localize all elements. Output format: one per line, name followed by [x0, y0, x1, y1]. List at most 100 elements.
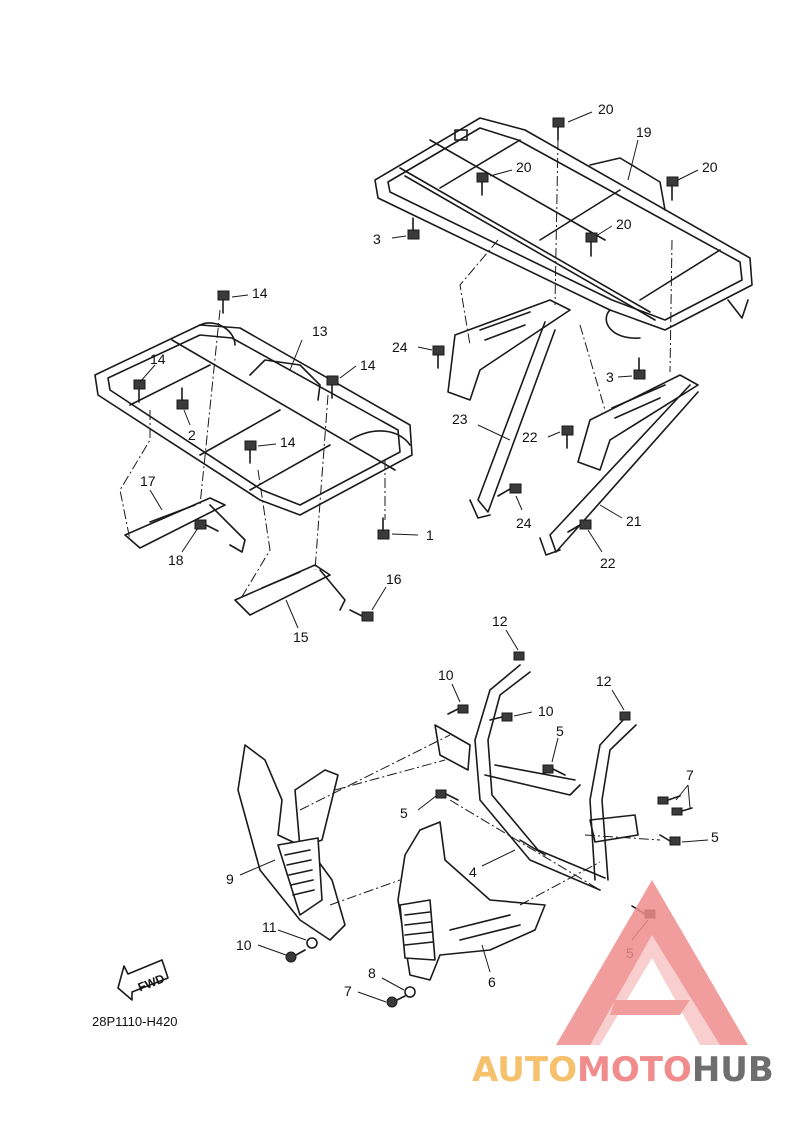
watermark-triangle — [556, 880, 748, 1045]
bolt-7a — [657, 795, 681, 805]
front-align-line-2 — [199, 309, 221, 506]
bolt-20c — [666, 176, 679, 201]
bolt-20b — [476, 172, 489, 196]
callout-21: 21 — [626, 513, 642, 529]
bolt-14a — [217, 290, 230, 314]
callout-10: 10 — [538, 703, 554, 719]
front-align-line-4 — [314, 394, 329, 571]
callout-7: 7 — [344, 983, 352, 999]
callout-17: 17 — [140, 473, 156, 489]
bolt-12b — [619, 711, 631, 721]
callout-9: 9 — [226, 871, 234, 887]
watermark-text-moto: MOTO — [577, 1050, 692, 1090]
callout-22: 22 — [600, 555, 616, 571]
callout-11: 11 — [262, 919, 277, 935]
watermark-text-hub: HUB — [692, 1050, 774, 1090]
washer-8 — [404, 986, 416, 998]
callout-19: 19 — [636, 124, 652, 140]
guard-9 — [237, 744, 346, 941]
watermark-text-auto: AUTO — [472, 1050, 577, 1090]
callout-16: 16 — [386, 571, 402, 587]
rear-align-line-4 — [669, 239, 673, 373]
rear-stay-21 — [539, 384, 699, 556]
callout-7: 7 — [686, 767, 694, 783]
callout-8: 8 — [368, 965, 376, 981]
bolt-1 — [377, 517, 390, 540]
bolt-14d — [244, 440, 257, 464]
guard-6 — [397, 821, 546, 981]
callout-3: 3 — [373, 231, 381, 247]
washer-11 — [306, 937, 318, 949]
callout-24: 24 — [516, 515, 532, 531]
callout-14: 14 — [280, 434, 296, 450]
callout-12: 12 — [596, 673, 612, 689]
rear-stay-23 — [469, 321, 556, 519]
callout-15: 15 — [293, 629, 309, 645]
bolt-5c — [659, 834, 681, 846]
bolt-20a — [552, 117, 565, 141]
bolt-16 — [349, 609, 374, 622]
rear-stay-right — [577, 374, 699, 471]
bolt-12a — [513, 651, 525, 661]
front-carrier — [94, 322, 413, 516]
front-align-line-3 — [239, 469, 271, 601]
callout-22: 22 — [522, 429, 538, 445]
bolt-5b — [435, 789, 459, 801]
rear-align-line-3 — [579, 324, 606, 411]
bolt-5a — [542, 764, 566, 776]
guard-align-line-5 — [449, 799, 601, 891]
callout-14: 14 — [150, 351, 166, 367]
bolt-14b — [133, 379, 146, 403]
guard-align-line-6 — [584, 834, 661, 841]
callout-20: 20 — [702, 159, 718, 175]
callout-labels: 1 2 3 3 4 5 5 5 5 6 7 7 8 9 10 10 10 10 … — [140, 101, 719, 999]
watermark-text: AUTOMOTOHUB — [472, 1050, 774, 1090]
callout-20: 20 — [516, 159, 532, 175]
front-guard-frame — [434, 664, 639, 891]
bolt-3a — [407, 217, 420, 240]
bolt-10b — [489, 712, 513, 722]
callout-23: 23 — [452, 411, 468, 427]
bolt-20d — [585, 232, 598, 257]
bolt-22a — [561, 425, 574, 449]
callout-4: 4 — [469, 864, 477, 880]
callout-18: 18 — [168, 552, 184, 568]
callout-3: 3 — [606, 369, 614, 385]
callout-5: 5 — [711, 829, 719, 845]
callout-20: 20 — [616, 216, 632, 232]
guard-align-line-2 — [334, 759, 446, 791]
bolt-24a — [432, 345, 445, 369]
guard-align-line-1 — [299, 734, 451, 811]
front-align-line-1 — [119, 410, 151, 541]
bolt-24b — [497, 483, 522, 497]
bolt-18 — [194, 519, 219, 532]
rear-align-line-2 — [554, 139, 559, 306]
guard-align-line-4 — [519, 861, 601, 906]
callout-12: 12 — [492, 613, 508, 629]
bolt-22b — [567, 519, 592, 533]
front-stay-15 — [234, 564, 346, 616]
bolt-2 — [176, 387, 189, 410]
front-stay-17 — [124, 497, 246, 553]
callout-6: 6 — [488, 974, 496, 990]
callout-14: 14 — [252, 285, 268, 301]
bolt-14c — [326, 375, 339, 399]
bolt-7b — [671, 807, 693, 816]
callout-5: 5 — [400, 805, 408, 821]
bolt-10a — [447, 704, 469, 715]
callout-20: 20 — [598, 101, 614, 117]
bolt-3b — [633, 357, 646, 380]
fasteners — [133, 117, 693, 1008]
rear-carrier — [374, 117, 753, 339]
drawing-code: 28P1110-H420 — [92, 1014, 178, 1029]
watermark-logo — [556, 880, 748, 1045]
bolt-10c — [285, 949, 306, 963]
leader-lines — [139, 111, 709, 1003]
fwd-arrow: FWD — [117, 959, 169, 1001]
callout-14: 14 — [360, 357, 376, 373]
callout-13: 13 — [312, 323, 328, 339]
watermark-triangle-inner — [590, 935, 720, 1045]
callout-5: 5 — [556, 723, 564, 739]
rear-align-line-1 — [459, 239, 499, 346]
rear-stay-left — [447, 299, 571, 401]
